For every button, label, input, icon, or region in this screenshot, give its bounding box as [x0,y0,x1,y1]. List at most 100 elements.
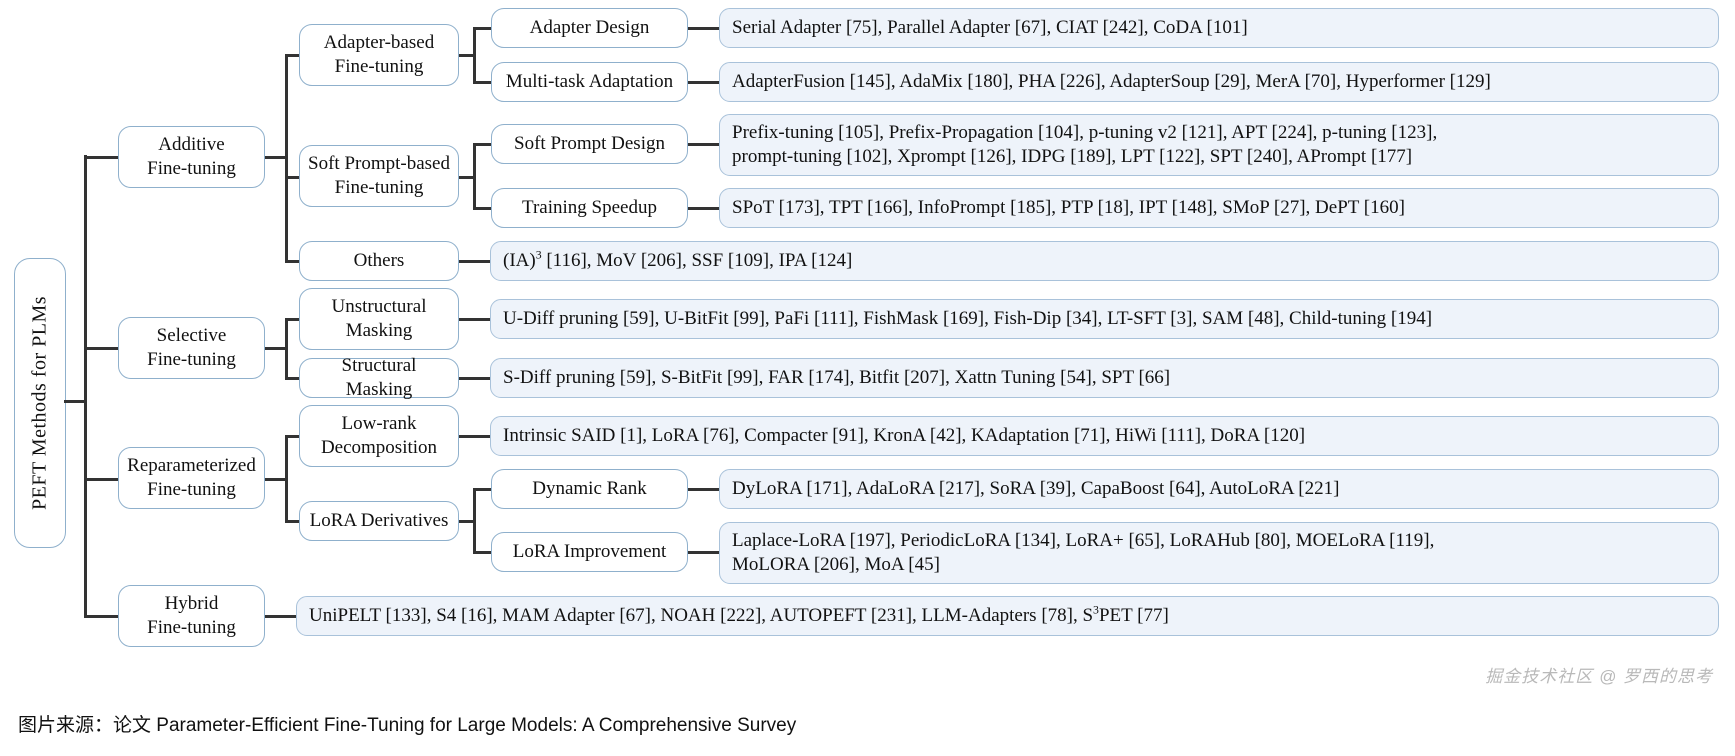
leaf-unstructural-masking-text: U-Diff pruning [59], U-BitFit [99], PaFi… [503,308,1433,330]
node-lora-improvement[interactable]: LoRA Improvement [491,532,688,572]
connector-soft-prompt-out [459,176,475,179]
connector-reparameterized-out [265,478,287,481]
node-additive-label-line1: Additive [158,134,225,156]
connector-root-stem [64,400,86,403]
node-soft-prompt-based-label-line2: Fine-tuning [334,177,424,198]
connector-to-structural-masking [285,377,301,380]
root-node-peft-methods: PEFT Methods for PLMs [14,258,66,548]
leaf-dynamic-rank-text: DyLoRA [171], AdaLoRA [217], SoRA [39], … [732,478,1340,500]
connector-to-reparameterized [84,478,118,481]
node-others[interactable]: Others [299,241,459,281]
node-hybrid-fine-tuning[interactable]: Hybrid Fine-tuning [118,585,265,647]
connector-adapter-design-to-leaf [688,27,721,30]
leaf-lora-improvement-line1: Laplace-LoRA [197], PeriodicLoRA [134], … [732,530,1435,552]
connector-to-others [285,260,301,263]
leaf-adapter-design[interactable]: Serial Adapter [75], Parallel Adapter [6… [719,8,1719,48]
connector-to-multi-task-adaptation [473,81,493,84]
connector-to-hybrid [84,615,118,618]
connector-lora-derivatives-trunk [473,488,476,552]
connector-to-lora-derivatives [285,520,301,523]
node-soft-prompt-design[interactable]: Soft Prompt Design [491,124,688,164]
leaf-adapter-design-text: Serial Adapter [75], Parallel Adapter [6… [732,17,1248,39]
node-selective-label-line2: Fine-tuning [147,349,236,370]
leaf-structural-masking[interactable]: S-Diff pruning [59], S-BitFit [99], FAR … [490,358,1719,398]
leaf-soft-prompt-design-line2: prompt-tuning [102], Xprompt [126], IDPG… [732,146,1413,167]
connector-selective-out [265,347,287,350]
root-node-label: PEFT Methods for PLMs [28,295,51,511]
node-selective-label-line1: Selective [156,325,227,347]
leaf-hybrid-text-post: PET [77] [1098,605,1169,627]
connector-to-training-speedup [473,207,493,210]
node-selective-fine-tuning[interactable]: Selective Fine-tuning [118,317,265,379]
connector-lora-derivatives-out [459,520,475,523]
connector-adapter-based-trunk [473,27,476,82]
node-reparameterized-label-line2: Fine-tuning [147,479,236,500]
node-others-label: Others [353,250,405,272]
connector-to-low-rank-decomposition [285,435,301,438]
node-unstructural-masking[interactable]: Unstructural Masking [299,288,459,350]
watermark: 掘金技术社区 @ 罗西的思考 [1485,667,1713,686]
connector-structural-to-leaf [459,377,492,380]
connector-others-to-leaf [459,260,492,263]
node-low-rank-label-line1: Low-rank [341,413,417,435]
leaf-lora-improvement[interactable]: Laplace-LoRA [197], PeriodicLoRA [134], … [719,522,1719,584]
leaf-others-text-pre: (IA) [503,250,536,272]
node-adapter-based-label-line2: Fine-tuning [334,56,424,77]
node-lora-derivatives[interactable]: LoRA Derivatives [299,501,459,541]
node-soft-prompt-based-fine-tuning[interactable]: Soft Prompt-based Fine-tuning [299,145,459,207]
leaf-multi-task-adaptation[interactable]: AdapterFusion [145], AdaMix [180], PHA [… [719,62,1719,102]
connector-to-selective [84,347,118,350]
leaf-training-speedup-text: SPoT [173], TPT [166], InfoPrompt [185],… [732,197,1405,219]
leaf-low-rank-decomposition[interactable]: Intrinsic SAID [1], LoRA [76], Compacter… [490,416,1719,456]
connector-to-soft-prompt-based [285,176,301,179]
node-soft-prompt-design-label: Soft Prompt Design [514,133,665,155]
connector-adapter-based-out [459,54,475,57]
node-hybrid-label-line1: Hybrid [164,593,219,615]
node-training-speedup[interactable]: Training Speedup [491,188,688,228]
connector-to-soft-prompt-design [473,143,493,146]
leaf-training-speedup[interactable]: SPoT [173], TPT [166], InfoPrompt [185],… [719,188,1719,228]
leaf-lora-improvement-line2: MoLORA [206], MoA [45] [732,554,940,575]
leaf-hybrid-text-pre: UniPELT [133], S4 [16], MAM Adapter [67]… [309,605,1094,627]
connector-to-adapter-based [285,54,301,57]
connector-soft-prompt-design-to-leaf [688,143,721,146]
node-lora-improvement-label: LoRA Improvement [512,541,667,563]
node-dynamic-rank-label: Dynamic Rank [532,478,647,500]
node-dynamic-rank[interactable]: Dynamic Rank [491,469,688,509]
connector-to-adapter-design [473,27,493,30]
leaf-soft-prompt-design-line1: Prefix-tuning [105], Prefix-Propagation … [732,122,1438,144]
leaf-others-superscript: 3 [535,248,542,262]
node-hybrid-label-line2: Fine-tuning [147,617,236,638]
connector-additive-out [265,156,287,159]
source-caption: 图片来源：论文 Parameter-Efficient Fine-Tuning … [18,715,797,736]
leaf-unstructural-masking[interactable]: U-Diff pruning [59], U-BitFit [99], PaFi… [490,299,1719,339]
node-unstructural-masking-label-line1: Unstructural [331,296,427,318]
connector-to-unstructural-masking [285,318,301,321]
connector-dynamic-rank-to-leaf [688,488,721,491]
node-training-speedup-label: Training Speedup [522,197,657,219]
leaf-low-rank-decomposition-text: Intrinsic SAID [1], LoRA [76], Compacter… [503,425,1306,447]
node-reparameterized-fine-tuning[interactable]: Reparameterized Fine-tuning [118,447,265,509]
connector-hybrid-to-leaf [265,615,298,618]
leaf-soft-prompt-design[interactable]: Prefix-tuning [105], Prefix-Propagation … [719,114,1719,176]
node-adapter-design[interactable]: Adapter Design [491,8,688,48]
connector-soft-prompt-trunk [473,143,476,208]
node-additive-label-line2: Fine-tuning [147,158,236,179]
leaf-hybrid-superscript: 3 [1093,603,1099,617]
connector-to-dynamic-rank [473,488,493,491]
connector-low-rank-to-leaf [459,435,492,438]
node-adapter-based-label-line1: Adapter-based [323,32,435,54]
connector-lora-improvement-to-leaf [688,551,721,554]
node-adapter-based-fine-tuning[interactable]: Adapter-based Fine-tuning [299,24,459,86]
node-low-rank-decomposition[interactable]: Low-rank Decomposition [299,405,459,467]
leaf-others[interactable]: (IA)3 [116], MoV [206], SSF [109], IPA [… [490,241,1719,281]
node-additive-fine-tuning[interactable]: Additive Fine-tuning [118,126,265,188]
node-low-rank-label-line2: Decomposition [320,437,438,458]
node-structural-masking[interactable]: Structural Masking [299,355,459,400]
connector-training-speedup-to-leaf [688,207,721,210]
connector-root-trunk [84,155,87,617]
leaf-hybrid-fine-tuning[interactable]: UniPELT [133], S4 [16], MAM Adapter [67]… [296,596,1719,636]
leaf-dynamic-rank[interactable]: DyLoRA [171], AdaLoRA [217], SoRA [39], … [719,469,1719,509]
node-multi-task-adaptation-label: Multi-task Adaptation [505,71,674,93]
node-multi-task-adaptation[interactable]: Multi-task Adaptation [491,62,688,102]
